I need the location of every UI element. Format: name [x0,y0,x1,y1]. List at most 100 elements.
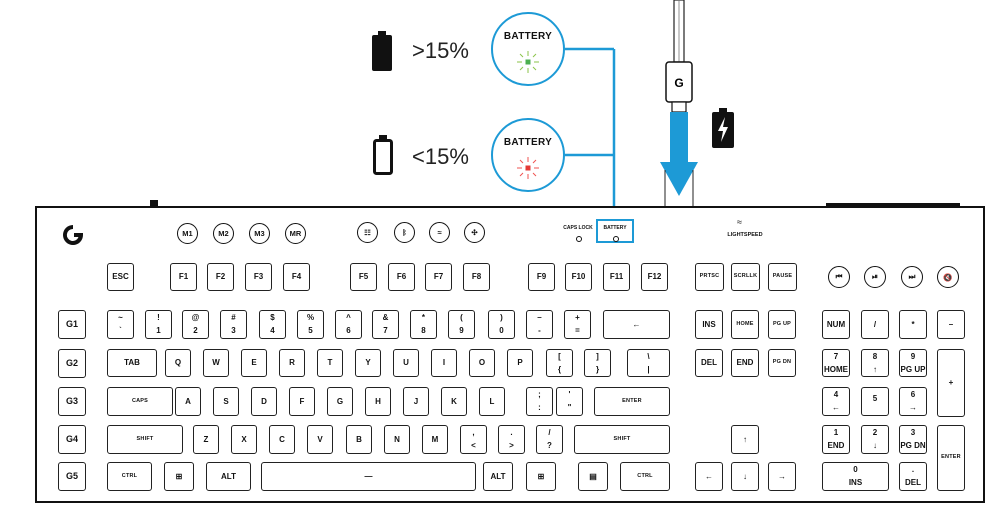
key-row1-3[interactable]: #3 [220,310,247,339]
key-num-r3-0[interactable]: 4← [822,387,850,416]
key-esc[interactable]: ESC [107,263,134,291]
key-num-r2-1[interactable]: 8↑ [861,349,889,377]
key-lalt[interactable]: ALT [206,462,251,491]
key-r[interactable]: R [279,349,305,377]
key-row1-11[interactable]: –- [526,310,553,339]
key-bracket-1[interactable]: ]} [584,349,611,377]
key-f6[interactable]: F6 [388,263,415,291]
key-ins[interactable]: INS [695,310,723,339]
key-punct4-1[interactable]: .> [498,425,525,454]
key-f2[interactable]: F2 [207,263,234,291]
key-lwin[interactable]: ⊞ [164,462,194,491]
key-j[interactable]: J [403,387,429,416]
key-q[interactable]: Q [165,349,191,377]
key-g5[interactable]: G5 [58,462,86,491]
key-f11[interactable]: F11 [603,263,630,291]
key-punct3-1[interactable]: '" [556,387,583,416]
key-num-enter[interactable]: ENTER [937,425,965,491]
key-b[interactable]: B [346,425,372,454]
key-num-plus[interactable]: + [937,349,965,417]
key-del[interactable]: DEL [695,349,723,377]
key-l[interactable]: L [479,387,505,416]
key-g2[interactable]: G2 [58,349,86,378]
lightspeed-icon[interactable]: ≈ [429,222,450,243]
key-i[interactable]: I [431,349,457,377]
key-ralt[interactable]: ALT [483,462,513,491]
key-menu[interactable]: ▤ [578,462,608,491]
key-pause[interactable]: PAUSE [768,263,797,291]
key-g1[interactable]: G1 [58,310,86,339]
key-m[interactable]: M [422,425,448,454]
key-f7[interactable]: F7 [425,263,452,291]
macro-key-m2[interactable]: M2 [213,223,234,244]
brightness-icon[interactable]: ✣ [464,222,485,243]
key-pgup[interactable]: PG UP [768,310,796,339]
key-a[interactable]: A [175,387,201,416]
key-arrow-left[interactable]: ← [695,462,723,491]
key-f9[interactable]: F9 [528,263,555,291]
key-scrllk[interactable]: SCRLLK [731,263,760,291]
key-v[interactable]: V [307,425,333,454]
key-k[interactable]: K [441,387,467,416]
key-w[interactable]: W [203,349,229,377]
key-g[interactable]: G [327,387,353,416]
key-z[interactable]: Z [193,425,219,454]
mute-icon[interactable]: 🔇 [937,266,959,288]
key-n[interactable]: N [384,425,410,454]
key-row1-1[interactable]: !1 [145,310,172,339]
key-row1-4[interactable]: $4 [259,310,286,339]
key-num-r1-2[interactable]: * [899,310,927,339]
key-enter[interactable]: ENTER [594,387,670,416]
key-row1-7[interactable]: &7 [372,310,399,339]
key-g3[interactable]: G3 [58,387,86,416]
key-num-r4-1[interactable]: 2↓ [861,425,889,454]
key-f12[interactable]: F12 [641,263,668,291]
game-mode-icon[interactable]: ☷ [357,222,378,243]
key-h[interactable]: H [365,387,391,416]
next-track-icon[interactable]: ⏭ [901,266,923,288]
key-pgdn[interactable]: PG DN [768,349,796,377]
key-y[interactable]: Y [355,349,381,377]
key-u[interactable]: U [393,349,419,377]
key-caps[interactable]: CAPS [107,387,173,416]
key-t[interactable]: T [317,349,343,377]
key-g4[interactable]: G4 [58,425,86,454]
key-f5[interactable]: F5 [350,263,377,291]
key-row1-10[interactable]: )0 [488,310,515,339]
key-s[interactable]: S [213,387,239,416]
key-rctrl[interactable]: CTRL [620,462,670,491]
key-f8[interactable]: F8 [463,263,490,291]
key-row1-8[interactable]: *8 [410,310,437,339]
key-f[interactable]: F [289,387,315,416]
key-e[interactable]: E [241,349,267,377]
key-end[interactable]: END [731,349,759,377]
key-row1-5[interactable]: %5 [297,310,324,339]
key-row1-0[interactable]: ~` [107,310,134,339]
key-arrow-down[interactable]: ↓ [731,462,759,491]
key-row1-2[interactable]: @2 [182,310,209,339]
key-bracket-0[interactable]: [{ [546,349,573,377]
key-num-r1-0[interactable]: NUM [822,310,850,339]
key-bracket-2[interactable]: \| [627,349,670,377]
key-backspace[interactable]: ← [603,310,670,339]
key-p[interactable]: P [507,349,533,377]
key-o[interactable]: O [469,349,495,377]
key-row1-9[interactable]: (9 [448,310,475,339]
key-rshift[interactable]: SHIFT [574,425,670,454]
key-f1[interactable]: F1 [170,263,197,291]
key-f10[interactable]: F10 [565,263,592,291]
macro-key-mr[interactable]: MR [285,223,306,244]
key-num-r3-2[interactable]: 6→ [899,387,927,416]
macro-key-m3[interactable]: M3 [249,223,270,244]
key-c[interactable]: C [269,425,295,454]
key-punct4-2[interactable]: /? [536,425,563,454]
key-num-r3-1[interactable]: 5 [861,387,889,416]
key-lctrl[interactable]: CTRL [107,462,152,491]
key-x[interactable]: X [231,425,257,454]
key-f4[interactable]: F4 [283,263,310,291]
